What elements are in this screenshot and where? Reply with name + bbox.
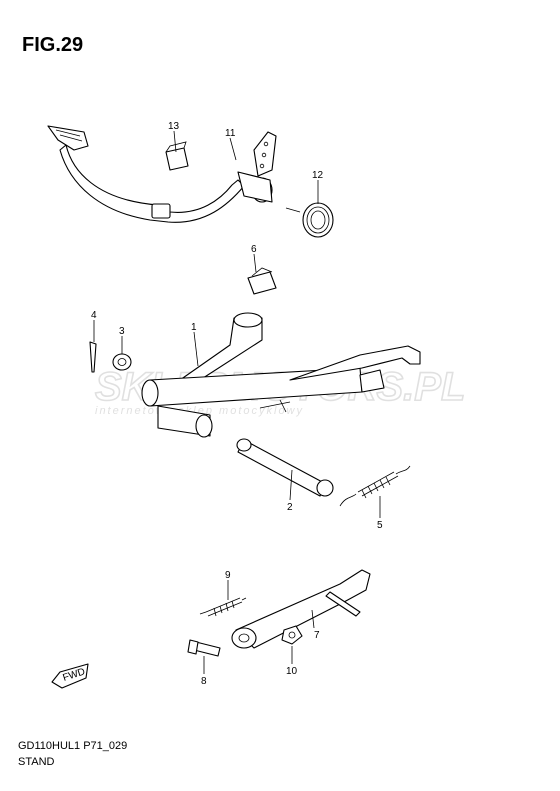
callout-9: 9	[225, 570, 231, 581]
callout-3: 3	[119, 326, 125, 337]
callout-13: 13	[168, 121, 180, 132]
callout-12: 12	[312, 170, 324, 181]
cotter-pin	[89, 341, 97, 373]
callout-8: 8	[201, 676, 207, 687]
figure-title: FIG.29	[22, 34, 84, 56]
pivot-shaft	[236, 438, 334, 497]
footer-code: GD110HUL1 P71_029	[18, 740, 128, 752]
fwd-arrow: FWD	[51, 663, 89, 689]
callout-5: 5	[377, 520, 383, 531]
callout-1: 1	[191, 322, 197, 333]
return-spring	[285, 202, 334, 238]
callout-2: 2	[287, 502, 293, 513]
callout-7: 7	[314, 630, 320, 641]
footer-name: STAND	[18, 756, 55, 768]
side-stand	[231, 569, 371, 649]
leader-lines	[93, 130, 381, 674]
main-stand	[141, 312, 421, 438]
stopper	[247, 267, 277, 295]
stand-spring	[339, 465, 411, 507]
bolt	[187, 639, 221, 657]
callout-11: 11	[225, 128, 236, 139]
callouts: 13 11 12 6 4 3 1 2 5 9 7 10 8	[91, 121, 383, 687]
callout-6: 6	[251, 244, 257, 255]
pedal-cap	[165, 141, 189, 171]
brake-pedal	[47, 125, 277, 223]
washer	[112, 353, 132, 371]
callout-4: 4	[91, 310, 97, 321]
callout-10: 10	[286, 666, 298, 677]
side-stand-spring	[199, 597, 247, 617]
watermark-sub: internetowy sklep motocyklowy	[95, 405, 304, 417]
nut	[281, 625, 303, 645]
